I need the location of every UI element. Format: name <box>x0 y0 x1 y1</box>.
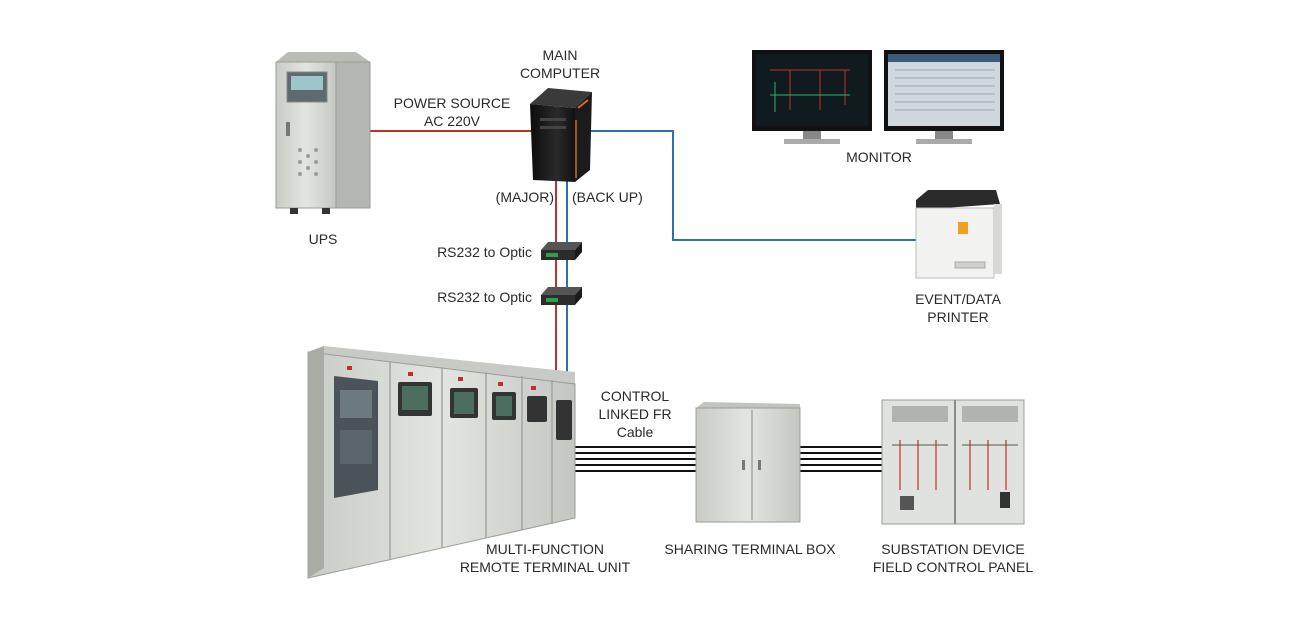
ups-cabinet-icon <box>275 52 371 214</box>
tower-computer-icon <box>530 88 592 182</box>
control-panel-icon <box>881 399 1025 525</box>
monitor-label: MONITOR <box>846 149 912 165</box>
terminal-box-icon <box>695 402 801 523</box>
major-label: (MAJOR) <box>495 189 554 205</box>
control-cable-bundle <box>575 446 700 472</box>
rs232-label-1: RS232 to Optic <box>437 244 532 260</box>
rs232-optic-converter-icon <box>541 242 582 260</box>
ups-label: UPS <box>308 231 338 247</box>
rs232-label-2: RS232 to Optic <box>437 289 532 305</box>
field-cable-bundle <box>800 446 882 472</box>
rs232-optic-converter-icon <box>541 287 582 305</box>
sharing-box-label: SHARING TERMINAL BOX <box>664 541 836 557</box>
backup-label: (BACK UP) <box>572 189 643 205</box>
dual-monitor-icon <box>752 50 1004 144</box>
printer-line <box>588 130 920 241</box>
rtu-cabinet-row-icon <box>307 346 576 579</box>
laser-printer-icon <box>915 190 1002 279</box>
connections <box>370 130 920 472</box>
